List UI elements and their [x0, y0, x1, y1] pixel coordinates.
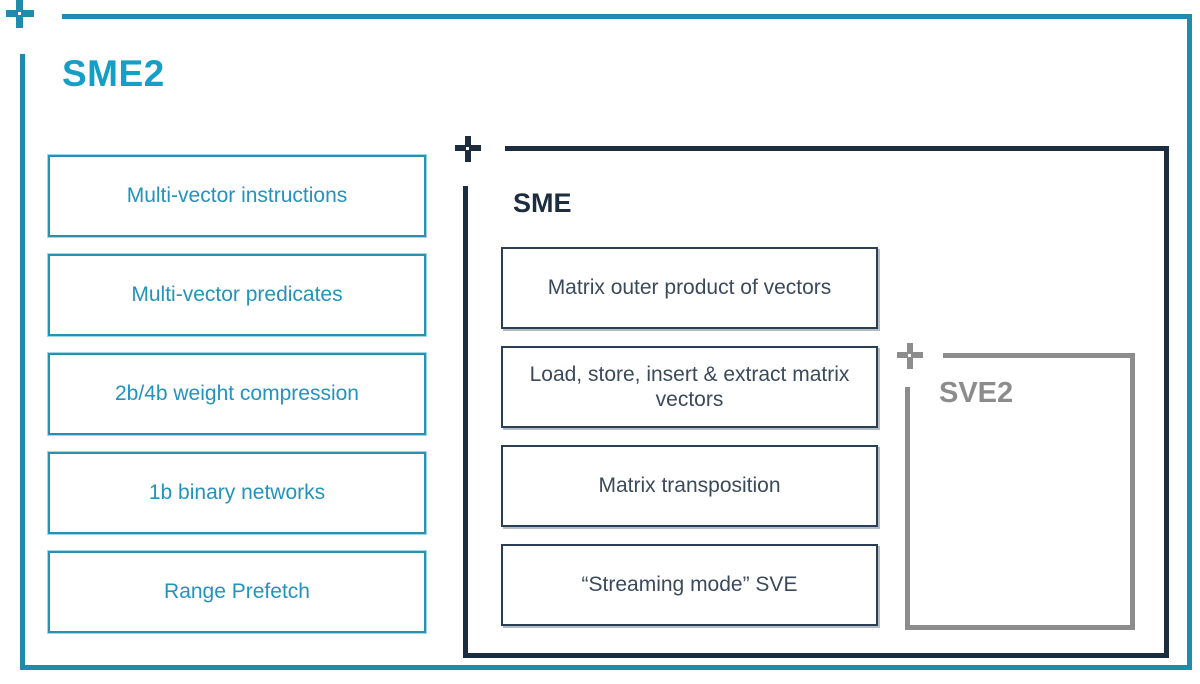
- sme-container: SME Matrix outer product of vectors Load…: [455, 136, 1169, 658]
- sme-frame-bottom-edge: [463, 653, 1169, 658]
- sme-frame-right-edge: [1164, 146, 1169, 658]
- sme2-title: SME2: [62, 53, 165, 94]
- sme2-feature-box[interactable]: 1b binary networks: [48, 452, 426, 534]
- sme-feature-label: “Streaming mode” SVE: [581, 573, 798, 597]
- sme2-feature-label: 2b/4b weight compression: [115, 382, 359, 406]
- plus-icon-center-dot: [466, 147, 469, 150]
- sve2-frame-bottom-edge: [905, 625, 1135, 630]
- sme2-feature-list: Multi-vector instructions Multi-vector p…: [48, 155, 426, 650]
- sve2-frame-left-edge: [905, 387, 910, 630]
- sme-feature-box[interactable]: Matrix outer product of vectors: [501, 247, 878, 329]
- sme2-container: [20, 14, 1192, 670]
- sve2-container: SVE2: [897, 343, 1135, 630]
- sve2-title: SVE2: [939, 377, 1014, 409]
- sme2-frame-bottom-edge: [20, 665, 1192, 670]
- sme-feature-box[interactable]: Load, store, insert & extract matrix vec…: [501, 346, 878, 428]
- sme2-feature-box[interactable]: 2b/4b weight compression: [48, 353, 426, 435]
- sme-feature-box[interactable]: “Streaming mode” SVE: [501, 544, 878, 626]
- sme-frame-left-edge: [463, 186, 468, 658]
- plus-icon: [6, 0, 34, 28]
- sme2-feature-box[interactable]: Range Prefetch: [48, 551, 426, 633]
- sme-frame-top-edge: [505, 146, 1169, 151]
- sme-feature-label: Load, store, insert & extract matrix vec…: [529, 362, 850, 411]
- plus-icon-center-dot: [18, 12, 21, 15]
- sme-feature-box[interactable]: Matrix transposition: [501, 445, 878, 527]
- sme2-frame-right-edge: [1187, 14, 1192, 670]
- sme-feature-list: Matrix outer product of vectors Load, st…: [501, 247, 878, 643]
- sme2-feature-label: Range Prefetch: [164, 580, 310, 604]
- plus-icon: [897, 343, 923, 369]
- sme2-feature-label: 1b binary networks: [148, 481, 326, 505]
- sme-feature-label: Matrix outer product of vectors: [547, 276, 832, 300]
- sve2-frame-top-edge: [943, 353, 1135, 358]
- sme2-feature-box[interactable]: Multi-vector predicates: [48, 254, 426, 336]
- sme-feature-label: Matrix transposition: [598, 474, 781, 498]
- sme2-feature-label: Multi-vector instructions: [126, 184, 348, 208]
- sme2-frame-top-edge: [62, 14, 1192, 19]
- sme2-feature-label: Multi-vector predicates: [131, 283, 343, 307]
- plus-icon: [455, 136, 481, 162]
- sme2-frame-left-edge: [20, 54, 25, 670]
- sme-title: SME: [513, 188, 572, 218]
- sme2-feature-box[interactable]: Multi-vector instructions: [48, 155, 426, 237]
- plus-icon-center-dot: [908, 354, 911, 357]
- sve2-frame-right-edge: [1130, 353, 1135, 630]
